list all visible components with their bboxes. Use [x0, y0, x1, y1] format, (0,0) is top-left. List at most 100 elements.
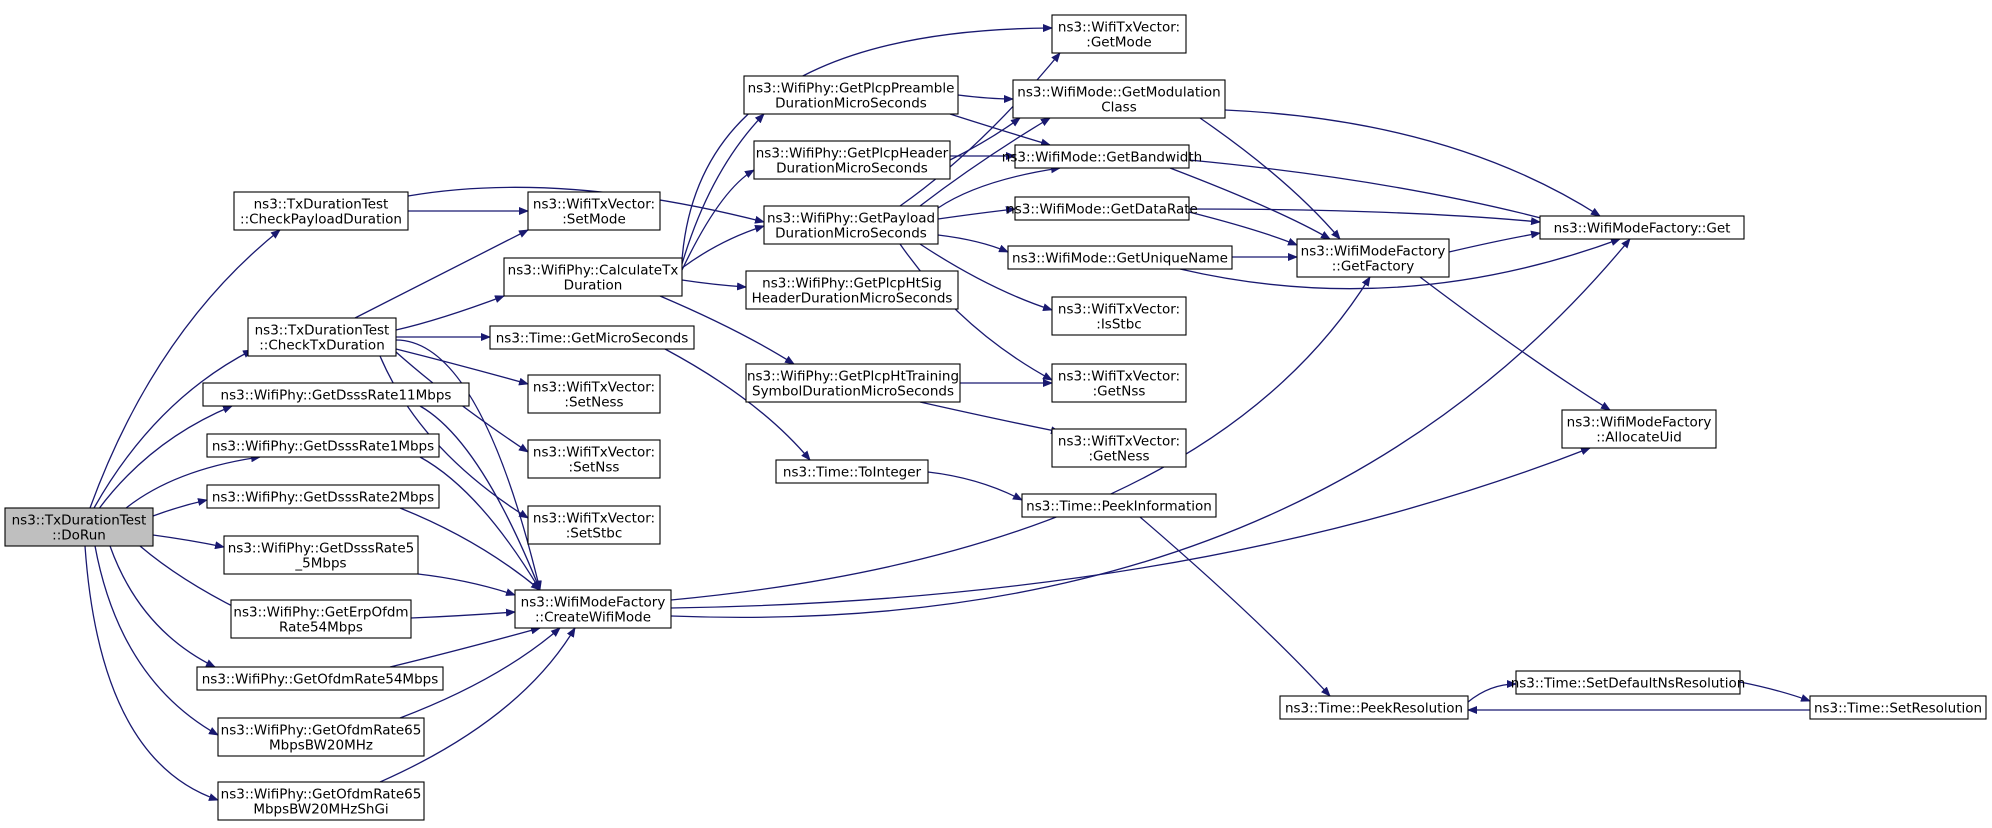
- node-setstbc[interactable]: ns3::WifiTxVector::SetStbc: [527, 505, 661, 545]
- node-box: [1021, 493, 1217, 518]
- edge-dorun-to-checkpayload: [89, 229, 281, 509]
- node-getfactory[interactable]: ns3::WifiModeFactory::GetFactory: [1296, 238, 1450, 278]
- edge-datarate-to-getfactory: [1188, 211, 1298, 246]
- edge-datarate-to-factoryget: [1188, 208, 1541, 226]
- node-setdefault[interactable]: ns3::Time::SetDefaultNsResolution: [1511, 670, 1746, 695]
- node-label: ns3::WifiPhy::GetPlcpPreamble: [748, 81, 955, 97]
- edge-peekres-to-setdefault: [1467, 680, 1517, 703]
- edge-bandwidth-to-getfactory: [1169, 167, 1331, 240]
- node-label: ::GetFactory: [1332, 259, 1414, 275]
- node-label: ns3::WifiModeFactory::Get: [1554, 221, 1731, 237]
- edge-calctx-to-preamble: [681, 113, 765, 265]
- node-label: :SetMode: [562, 212, 626, 228]
- edge-bandwidth-to-factoryget: [1188, 159, 1561, 225]
- node-allocuid[interactable]: ns3::WifiModeFactory::AllocateUid: [1561, 409, 1717, 449]
- node-dsss11[interactable]: ns3::WifiPhy::GetDsssRate11Mbps: [202, 382, 470, 407]
- node-setres[interactable]: ns3::Time::SetResolution: [1809, 695, 1987, 720]
- edge-payload-to-modclass: [919, 117, 1051, 207]
- node-box: [1007, 245, 1233, 270]
- edge-getfactory-to-allocuid: [1419, 276, 1611, 411]
- edge-modclass-to-getfactory: [1199, 117, 1341, 240]
- node-htsig[interactable]: ns3::WifiPhy::GetPlcpHtSigHeaderDuration…: [745, 270, 959, 310]
- edge-ofdm65sgi-to-createwifi: [379, 627, 576, 783]
- node-label: ns3::WifiMode::GetDataRate: [1006, 202, 1198, 218]
- node-label: ns3::WifiMode::GetBandwidth: [1002, 150, 1202, 166]
- node-box: [1051, 14, 1187, 54]
- node-dorun[interactable]: ns3::TxDurationTest::DoRun: [4, 507, 154, 547]
- node-box: [202, 382, 470, 407]
- node-getness[interactable]: ns3::WifiTxVector::GetNess: [1051, 428, 1187, 468]
- node-label: HeaderDurationMicroSeconds: [752, 291, 953, 307]
- node-preamble[interactable]: ns3::WifiPhy::GetPlcpPreambleDurationMic…: [743, 75, 959, 115]
- node-getmicro[interactable]: ns3::Time::GetMicroSeconds: [489, 325, 695, 350]
- node-label: MbpsBW20MHzShGi: [253, 802, 388, 818]
- node-box: [1809, 695, 1987, 720]
- nodes-layer: ns3::TxDurationTest::DoRun ns3::TxDuratio…: [4, 14, 1987, 821]
- node-dsss2[interactable]: ns3::WifiPhy::GetDsssRate2Mbps: [206, 484, 440, 509]
- node-tointeger[interactable]: ns3::Time::ToInteger: [775, 459, 929, 484]
- node-box: [527, 374, 661, 414]
- edge-httrain-to-getness: [919, 401, 1061, 435]
- node-box: [1012, 79, 1226, 119]
- node-label: ns3::WifiModeFactory: [521, 595, 666, 611]
- node-box: [230, 599, 412, 639]
- edge-dorun-to-dsss11: [97, 405, 233, 511]
- node-label: ns3::WifiPhy::GetPlcpHeader: [756, 146, 949, 162]
- node-getmode[interactable]: ns3::WifiTxVector::GetMode: [1051, 14, 1187, 54]
- edge-preamble-to-modclass: [957, 94, 1014, 103]
- node-header[interactable]: ns3::WifiPhy::GetPlcpHeaderDurationMicro…: [753, 140, 951, 180]
- node-dsss55[interactable]: ns3::WifiPhy::GetDsssRate5_5Mbps: [223, 535, 419, 575]
- node-box: [233, 191, 409, 231]
- node-setness[interactable]: ns3::WifiTxVector::SetNess: [527, 374, 661, 414]
- node-box: [1539, 215, 1745, 240]
- node-box: [753, 140, 951, 180]
- node-label: ns3::WifiPhy::GetErpOfdm: [233, 605, 408, 621]
- node-box: [489, 325, 695, 350]
- node-httrain[interactable]: ns3::WifiPhy::GetPlcpHtTrainingSymbolDur…: [745, 363, 961, 403]
- node-box: [206, 433, 440, 458]
- node-box: [503, 257, 683, 297]
- node-label: ns3::WifiModeFactory: [1567, 415, 1712, 431]
- node-label: Class: [1101, 100, 1137, 116]
- node-createwifi[interactable]: ns3::WifiModeFactory::CreateWifiMode: [514, 589, 672, 629]
- node-datarate[interactable]: ns3::WifiMode::GetDataRate: [1006, 196, 1198, 221]
- node-payload[interactable]: ns3::WifiPhy::GetPayloadDurationMicroSec…: [763, 205, 939, 245]
- node-box: [206, 484, 440, 509]
- node-label: ns3::WifiTxVector:: [1058, 369, 1180, 385]
- edges-layer: [84, 24, 1811, 801]
- node-peekres[interactable]: ns3::Time::PeekResolution: [1279, 695, 1469, 720]
- node-box: [1051, 428, 1187, 468]
- node-label: ns3::WifiTxVector:: [533, 380, 655, 396]
- node-setmode[interactable]: ns3::WifiTxVector::SetMode: [527, 191, 661, 231]
- node-setnss[interactable]: ns3::WifiTxVector::SetNss: [527, 439, 661, 479]
- node-label: MbpsBW20MHz: [269, 738, 373, 754]
- node-uniquename[interactable]: ns3::WifiMode::GetUniqueName: [1007, 245, 1233, 270]
- edge-modclass-to-factoryget: [1224, 109, 1601, 217]
- edge-dorun-to-erp54: [139, 545, 241, 611]
- edge-createwifi-to-getfactory: [670, 276, 1371, 601]
- node-getnss[interactable]: ns3::WifiTxVector::GetNss: [1051, 363, 1187, 403]
- node-peekinfo[interactable]: ns3::Time::PeekInformation: [1021, 493, 1217, 518]
- edge-createwifi-to-factoryget: [670, 238, 1631, 619]
- node-box: [223, 535, 419, 575]
- node-ofdm54[interactable]: ns3::WifiPhy::GetOfdmRate54Mbps: [196, 666, 444, 691]
- edge-calctx-to-httrain: [659, 295, 795, 365]
- node-checkpayload[interactable]: ns3::TxDurationTest::CheckPayloadDuratio…: [233, 191, 409, 231]
- node-bandwidth[interactable]: ns3::WifiMode::GetBandwidth: [1002, 144, 1202, 169]
- node-isstbc[interactable]: ns3::WifiTxVector::IsStbc: [1051, 296, 1187, 336]
- node-checktx[interactable]: ns3::TxDurationTest::CheckTxDuration: [247, 317, 397, 357]
- node-dsss1[interactable]: ns3::WifiPhy::GetDsssRate1Mbps: [206, 433, 440, 458]
- node-label: ns3::Time::GetMicroSeconds: [496, 331, 689, 347]
- node-label: ns3::WifiPhy::GetPlcpHtSig: [762, 276, 942, 292]
- node-box: [1515, 670, 1741, 695]
- node-label: ns3::WifiMode::GetUniqueName: [1012, 251, 1228, 267]
- node-ofdm65sgi[interactable]: ns3::WifiPhy::GetOfdmRate65MbpsBW20MHzSh…: [217, 781, 425, 821]
- edge-dsss2-to-createwifi: [399, 507, 541, 591]
- node-label: ns3::Time::PeekInformation: [1026, 499, 1212, 515]
- node-factoryget[interactable]: ns3::WifiModeFactory::Get: [1539, 215, 1745, 240]
- edge-checktx-to-calctx: [395, 295, 505, 331]
